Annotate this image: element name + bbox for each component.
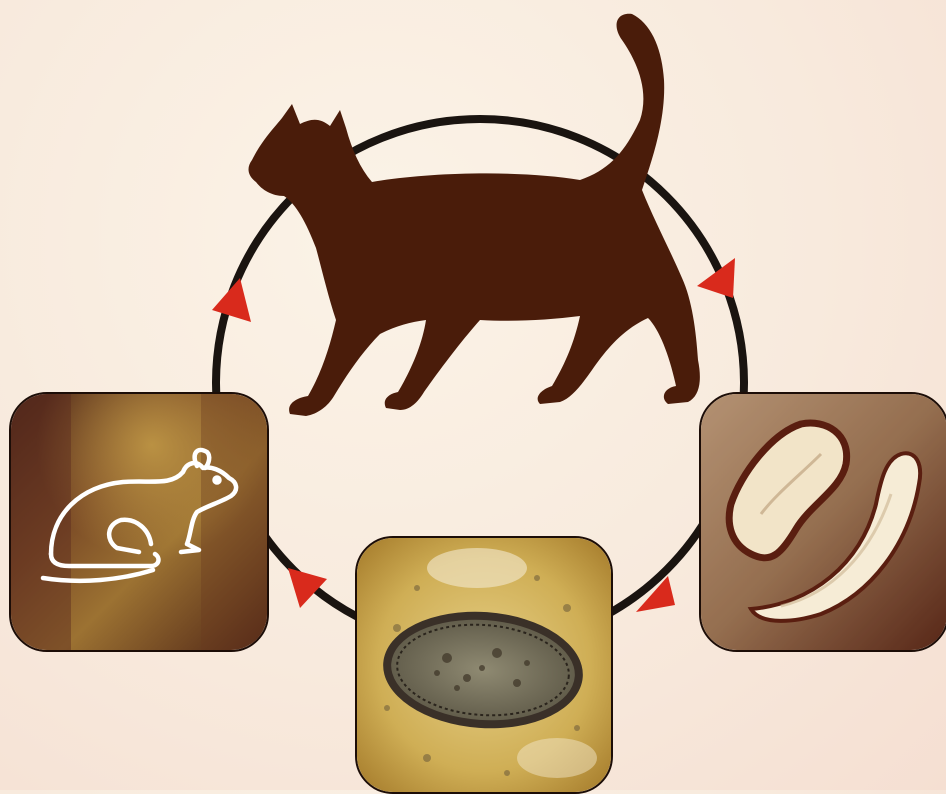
egg-tile [355,536,613,794]
adult-worm-micrograph [701,394,946,650]
parasite-egg-micrograph [357,538,611,792]
worms-tile [699,392,946,652]
rat-outline-icon [11,394,267,650]
rat-tile [9,392,269,652]
